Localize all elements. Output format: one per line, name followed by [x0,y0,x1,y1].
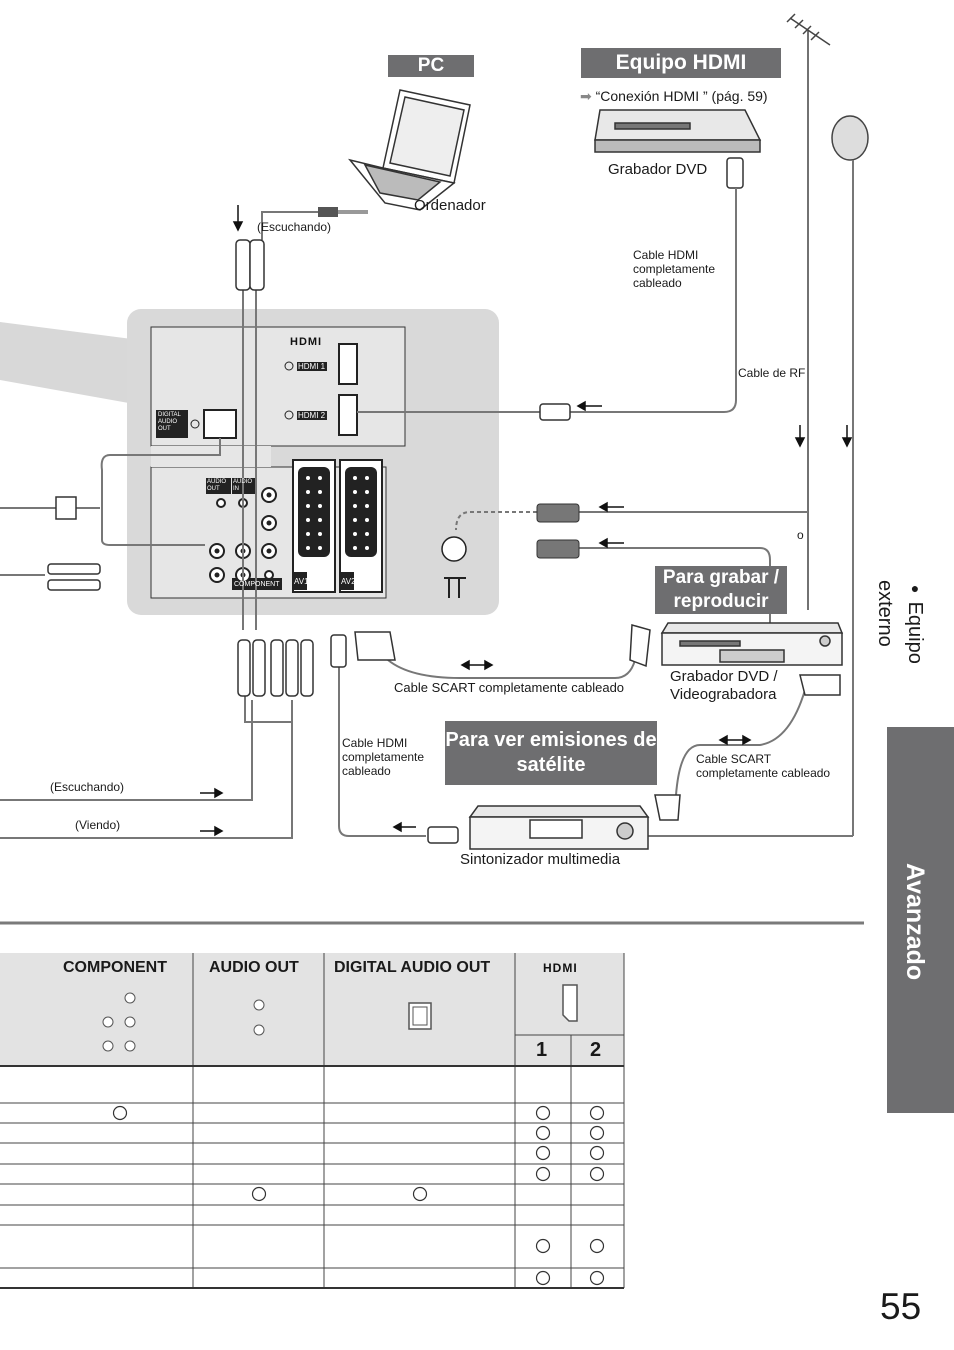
digital-audio-out-label: DIGITAL AUDIO OUT [158,412,181,432]
chapter-tab [887,727,954,1113]
available-mark [535,1238,551,1254]
col-digital-audio-out: DIGITAL AUDIO OUT [334,959,491,976]
optical-port [203,409,237,439]
listening-bottom-label: (Escuchando) [50,780,125,794]
hdmi-section [150,326,406,447]
bullet-icon: ● [907,580,923,596]
available-mark [589,1145,605,1161]
hdmi2-label: HDMI 2 [298,411,326,420]
or-label: o [797,528,804,542]
listening-top-label: (Escuchando) [257,220,332,234]
hdmi-cable2-label: Cable HDMI completamente cableado [342,736,425,778]
satellite-header: Para ver emisiones de satélite [445,721,657,785]
available-mark [112,1105,128,1121]
svg-text:HDMI: HDMI [290,336,322,348]
hdmi-equipment-header: Equipo HDMI [581,48,781,78]
av2-label: AV2 [341,577,356,586]
available-mark [535,1166,551,1182]
dvd-recorder-label: Grabador DVD [608,161,708,178]
record-play-header: Para grabar / reproducir [655,566,787,614]
available-mark [535,1125,551,1141]
pc-header: PC [388,55,474,77]
media-tuner-label: Sintonizador multimedia [460,851,621,868]
svg-text:HDMI: HDMI [543,961,578,975]
audio-out-label: AUDIO OUT [207,479,227,492]
computer-label: Ordenador [414,197,486,214]
col-component: COMPONENT [63,959,167,976]
dvd-vcr-drawing [660,622,844,666]
antenna-drawing [786,13,831,610]
available-mark [412,1186,428,1202]
viewing-label: (Viendo) [75,818,121,832]
laptop-drawing [348,89,471,211]
hdmi-cable-label: Cable HDMI completamente cableado [633,248,716,290]
available-mark [535,1105,551,1121]
hdmi2-port [338,394,358,436]
media-tuner-drawing [468,805,650,850]
available-mark [535,1145,551,1161]
rf-cable-label: Cable de RF [738,366,806,380]
component-panel-label: COMPONENT [234,581,280,588]
dvd-vcr-label: Grabador DVD / Videograbadora [670,668,778,703]
hdmi1-port [338,343,358,385]
available-mark [535,1270,551,1286]
scart-cable2-label: Cable SCART completamente cableado [696,752,831,780]
page-number: 55 [880,1286,922,1327]
available-mark [251,1186,267,1202]
hdmi1-label: HDMI 1 [298,362,326,371]
available-mark [589,1270,605,1286]
audio-in-label: AUDIO IN [233,479,253,492]
satellite-dish [831,115,869,161]
tv-edge-shape [0,322,140,405]
chapter-label: Avanzado [901,863,929,981]
col-hdmi-2: 2 [590,1039,602,1061]
av1-label: AV1 [294,577,309,586]
section-label: ● Equipo externo [874,580,926,664]
hdmi-connection-ref: ➡ “Conexión HDMI ” (pág. 59) [580,88,768,104]
available-mark [589,1238,605,1254]
col-audio-out: AUDIO OUT [209,959,299,976]
antenna-jack [441,536,467,562]
direction-arrows [200,205,853,837]
available-mark [589,1166,605,1182]
scart-cable-label: Cable SCART completamente cableado [394,680,625,695]
col-hdmi-1: 1 [536,1039,548,1061]
available-mark [589,1105,605,1121]
dvd-recorder-drawing [594,109,762,153]
connectivity-table: HDMI [0,953,625,1289]
arrow-icon: ➡ [580,88,592,104]
available-mark [589,1125,605,1141]
